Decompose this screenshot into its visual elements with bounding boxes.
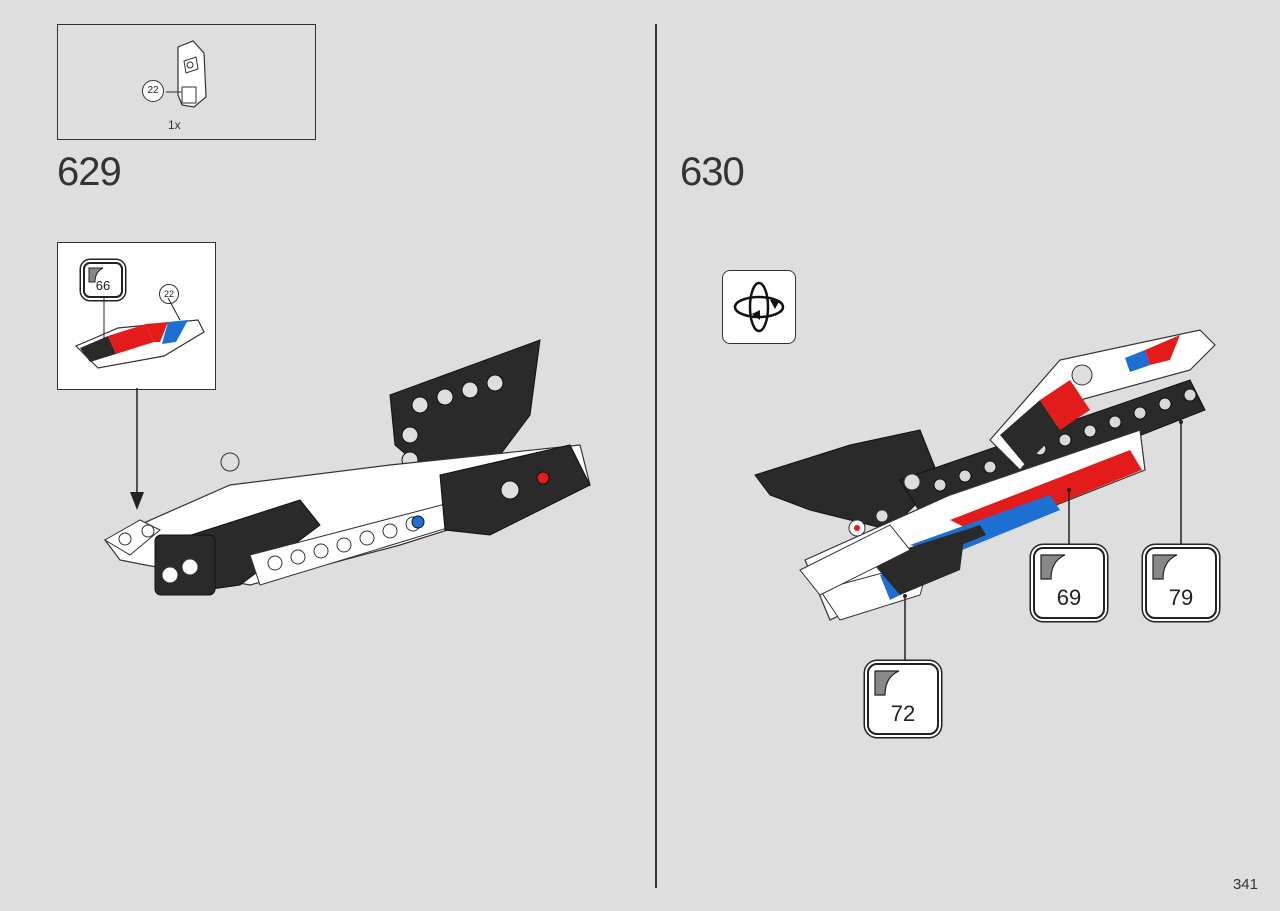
rotate-model-icon xyxy=(733,281,785,333)
sticker-curl-icon xyxy=(874,670,900,696)
sticker-number: 66 xyxy=(95,278,111,293)
sticker-curl-icon xyxy=(88,267,104,283)
sticker-number: 72 xyxy=(890,701,916,726)
subassembly-callout: 66 22 xyxy=(57,242,216,390)
step-number-630: 630 xyxy=(680,150,745,194)
model-step-629 xyxy=(104,339,591,596)
part-callout: 22 xyxy=(142,80,164,102)
sticker-number: 69 xyxy=(1056,585,1082,610)
page-number: 341 xyxy=(1232,876,1258,893)
sticker-69: 69 xyxy=(1033,547,1105,619)
part-quantity: 1x xyxy=(168,118,181,132)
sticker-66: 66 xyxy=(83,262,123,298)
step-number-629: 629 xyxy=(57,150,122,194)
model-step-630 xyxy=(754,329,1216,621)
sticker-leader-lines xyxy=(903,420,1183,668)
sticker-72: 72 xyxy=(867,663,939,735)
part-image xyxy=(166,40,207,108)
page-divider xyxy=(655,24,657,888)
attach-arrow xyxy=(130,388,144,510)
rotate-model-box xyxy=(722,270,796,344)
sticker-curl-icon xyxy=(1152,554,1178,580)
parts-list-box xyxy=(57,24,316,140)
sticker-79: 79 xyxy=(1145,547,1217,619)
sticker-number: 79 xyxy=(1168,585,1194,610)
sticker-curl-icon xyxy=(1040,554,1066,580)
part-callout: 22 xyxy=(159,284,179,304)
sticker-part-image xyxy=(74,296,205,369)
